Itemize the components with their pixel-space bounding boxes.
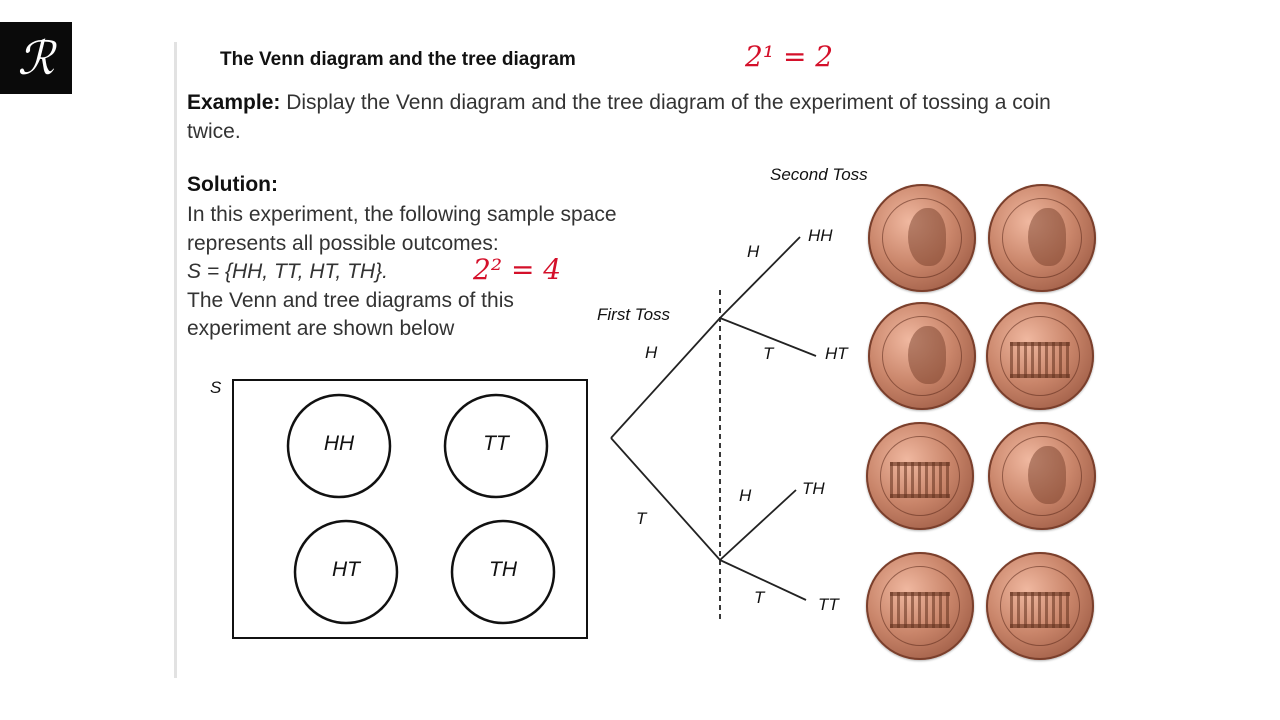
tree-outcome-ht: HT — [825, 344, 848, 363]
handwritten-note-middle: 2² = 4 — [473, 253, 562, 286]
tree-outcome-tt: TT — [818, 595, 839, 614]
tree-branch-ht — [719, 317, 817, 357]
logo-glyph: ℛ — [17, 31, 55, 85]
first-toss-label: First Toss — [597, 305, 671, 324]
example-paragraph: Example: Display the Venn diagram and th… — [187, 89, 1107, 146]
venn-circle-th — [450, 519, 556, 625]
heads-icon — [988, 422, 1096, 530]
tree-branch-th — [719, 489, 797, 561]
first-branch-h-label: H — [645, 343, 658, 362]
tails-icon — [866, 422, 974, 530]
venn-outcome-th: TH — [489, 558, 517, 581]
tree-outcome-th: TH — [802, 479, 825, 498]
second-branch-t-label-1: T — [763, 344, 774, 363]
venn-set-label: S — [210, 378, 222, 397]
solution-line-2: represents all possible outcomes: — [187, 231, 499, 255]
venn-circle-tt — [443, 393, 549, 499]
solution-text: In this experiment, the following sample… — [187, 201, 707, 344]
venn-sample-space-box — [232, 379, 588, 639]
venn-circle-ht — [293, 519, 399, 625]
channel-logo: ℛ — [0, 22, 72, 94]
second-branch-h-label-1: H — [747, 242, 760, 261]
tree-outcome-hh: HH — [808, 226, 833, 245]
tails-icon — [986, 302, 1094, 410]
tree-branch-hh — [719, 236, 801, 319]
tree-branch-tt — [719, 559, 807, 601]
heads-icon — [988, 184, 1096, 292]
sample-space: S = {HH, TT, HT, TH}. — [187, 260, 388, 283]
second-branch-t-label-2: T — [754, 588, 765, 607]
solution-heading: Solution: — [187, 173, 278, 196]
second-branch-h-label-2: H — [739, 486, 752, 505]
tree-branch-first-h — [610, 317, 721, 439]
heads-icon — [868, 302, 976, 410]
tails-icon — [866, 552, 974, 660]
tails-icon — [986, 552, 1094, 660]
venn-circle-hh — [286, 393, 392, 499]
venn-outcome-ht: HT — [332, 558, 360, 581]
example-label: Example: — [187, 91, 281, 114]
page-margin-rule — [174, 42, 177, 678]
page-title: The Venn diagram and the tree diagram — [220, 49, 576, 70]
handwritten-note-top: 2¹ = 2 — [745, 40, 834, 73]
example-text: Display the Venn diagram and the tree di… — [187, 91, 1051, 143]
solution-line-1: In this experiment, the following sample… — [187, 203, 617, 226]
venn-outcome-hh: HH — [323, 432, 355, 455]
solution-line-5: experiment are shown below — [187, 317, 455, 340]
tree-branch-first-t — [610, 437, 721, 561]
first-branch-t-label: T — [636, 509, 647, 528]
venn-outcome-tt: TT — [483, 432, 509, 455]
second-toss-label: Second Toss — [770, 165, 868, 184]
solution-line-4: The Venn and tree diagrams of this — [187, 288, 514, 312]
heads-icon — [868, 184, 976, 292]
